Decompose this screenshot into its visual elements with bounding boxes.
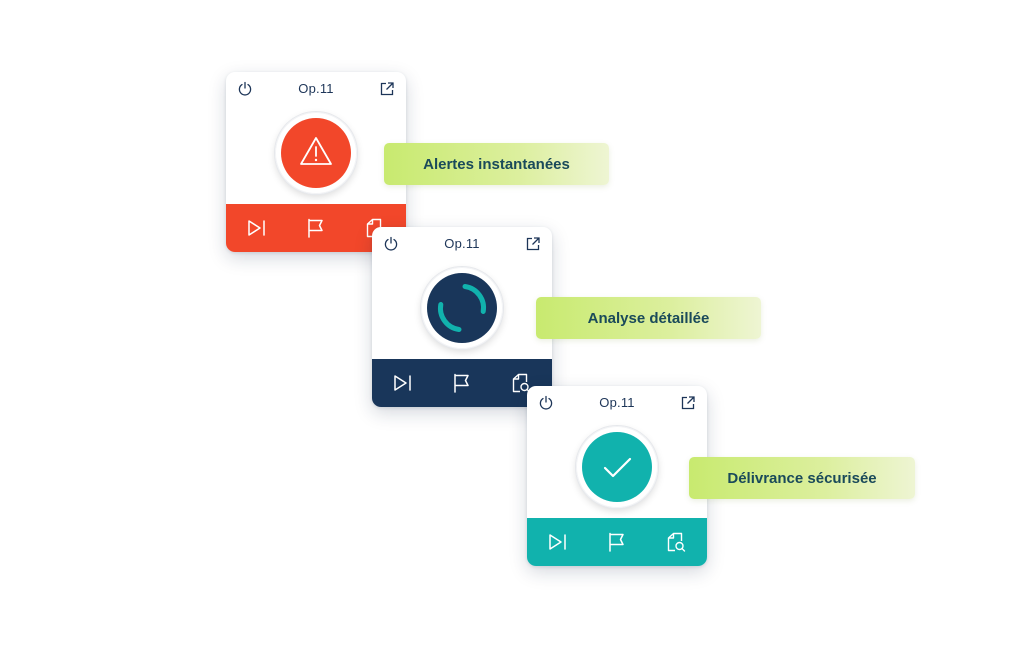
status-indicator [275, 112, 357, 194]
skip-next-icon[interactable] [246, 217, 268, 239]
external-link-icon[interactable] [680, 395, 696, 411]
card-title: Op.11 [599, 395, 635, 410]
status-indicator [576, 426, 658, 508]
external-link-icon[interactable] [379, 81, 395, 97]
feature-label-secure-delivery: Délivrance sécurisée [689, 457, 915, 499]
power-icon[interactable] [538, 395, 554, 411]
operation-card-analysis: Op.11 [372, 227, 552, 407]
card-toolbar [226, 204, 406, 252]
card-header: Op.11 [527, 386, 707, 420]
status-circle [427, 273, 497, 343]
card-title: Op.11 [298, 81, 334, 96]
card-toolbar [527, 518, 707, 566]
status-indicator [421, 267, 503, 349]
operation-card-alert: Op.11 [226, 72, 406, 252]
feature-label-analysis: Analyse détaillée [536, 297, 761, 339]
flag-icon[interactable] [305, 217, 327, 239]
card-title: Op.11 [444, 236, 480, 251]
feature-label-alerts: Alertes instantanées [384, 143, 609, 185]
operation-card-secure: Op.11 [527, 386, 707, 566]
checkmark-icon [603, 457, 632, 478]
skip-next-icon[interactable] [392, 372, 414, 394]
document-search-icon[interactable] [665, 531, 687, 553]
card-header: Op.11 [226, 72, 406, 106]
card-header: Op.11 [372, 227, 552, 261]
card-toolbar [372, 359, 552, 407]
flag-icon[interactable] [451, 372, 473, 394]
status-circle [281, 118, 351, 188]
loading-spinner-icon [437, 284, 487, 332]
warning-triangle-icon [300, 137, 332, 165]
flag-icon[interactable] [606, 531, 628, 553]
external-link-icon[interactable] [525, 236, 541, 252]
power-icon[interactable] [383, 236, 399, 252]
power-icon[interactable] [237, 81, 253, 97]
skip-next-icon[interactable] [547, 531, 569, 553]
status-circle [582, 432, 652, 502]
